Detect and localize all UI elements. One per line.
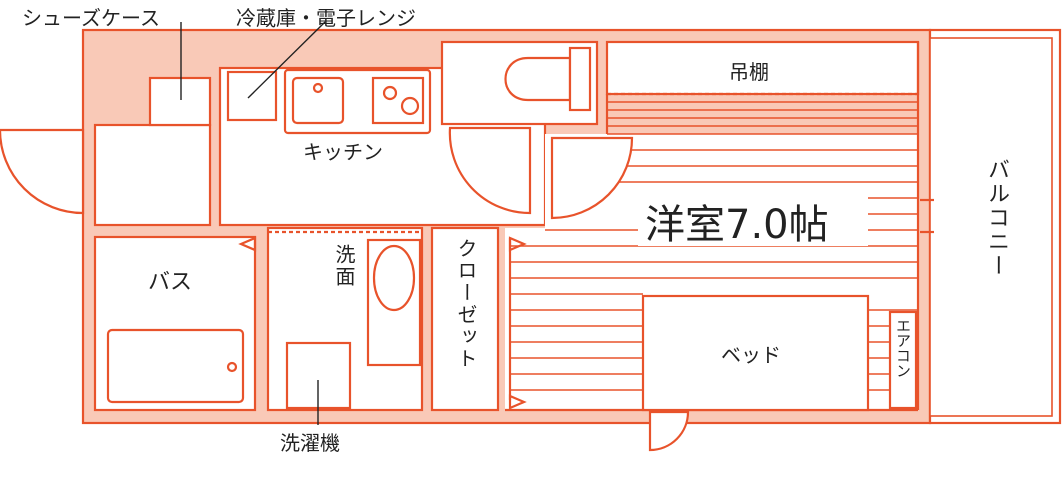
label-aircon: エアコン bbox=[894, 318, 912, 378]
closet bbox=[430, 226, 500, 412]
label-bed: ベッド bbox=[721, 343, 781, 367]
aircon-unit bbox=[888, 310, 918, 410]
label-bath: バス bbox=[148, 270, 193, 295]
toilet-door bbox=[448, 126, 532, 215]
entrance-area bbox=[93, 123, 212, 227]
label-washbasin: 洗面 bbox=[332, 244, 356, 288]
washbasin bbox=[366, 238, 422, 367]
label-hanging-shelf: 吊棚 bbox=[729, 60, 769, 84]
label-closet: クローゼット bbox=[454, 238, 478, 370]
label-balcony: バルコニー bbox=[984, 158, 1009, 278]
label-washing-machine: 洗濯機 bbox=[280, 431, 340, 455]
label-western-room: 洋室7.0帖 bbox=[645, 202, 829, 248]
hanging-shelf bbox=[605, 40, 920, 96]
bathtub bbox=[106, 328, 245, 404]
label-shoe-case: シューズケース bbox=[22, 6, 160, 30]
entrance-door bbox=[0, 128, 85, 215]
window-door bbox=[648, 410, 690, 452]
fridge-box bbox=[226, 70, 278, 122]
label-kitchen: キッチン bbox=[303, 140, 383, 164]
bed bbox=[641, 294, 870, 412]
shoe-case bbox=[148, 76, 212, 127]
room-door bbox=[550, 136, 634, 220]
label-fridge-microwave: 冷蔵庫・電子レンジ bbox=[236, 6, 416, 30]
